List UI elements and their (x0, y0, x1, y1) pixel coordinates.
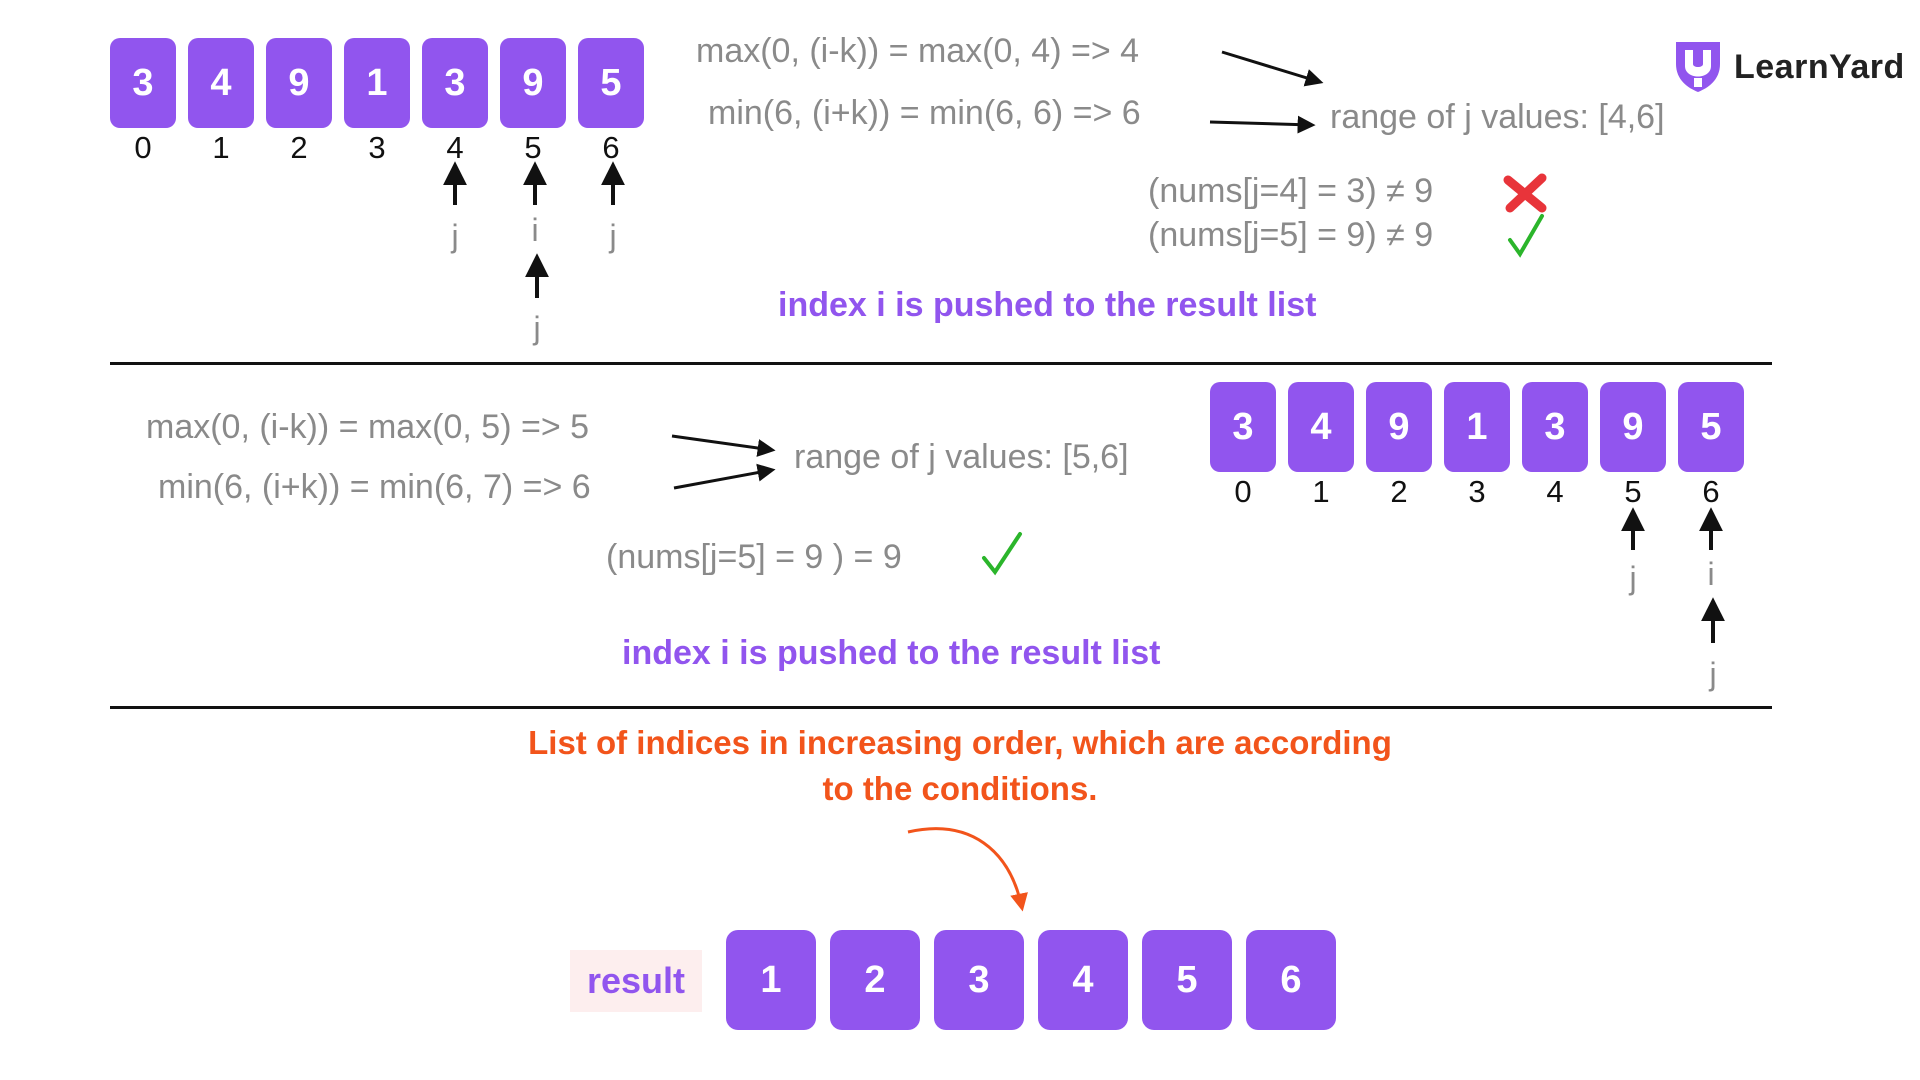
pointer-j-label: j (609, 218, 617, 254)
array-index: 0 (1234, 474, 1252, 509)
array-index: 1 (1312, 474, 1330, 509)
section-divider (110, 706, 1772, 709)
result-label: result (570, 950, 702, 1012)
expression-arrow (1209, 115, 1316, 134)
result-cell: 1 (726, 930, 816, 1030)
array-cell: 9 (266, 38, 332, 128)
check-text: (nums[j=5] = 9 ) = 9 (606, 538, 902, 576)
array-index: 6 (1702, 474, 1720, 509)
result-cell: 4 (1038, 930, 1128, 1030)
pushed-message: index i is pushed to the result list (622, 634, 1161, 672)
array-cell: 9 (1366, 382, 1432, 472)
pushed-message: index i is pushed to the result list (778, 286, 1317, 324)
array-cell: 3 (110, 38, 176, 128)
array-cell: 1 (344, 38, 410, 128)
summary-line: to the conditions. (822, 770, 1098, 807)
pointer-i-label: i (531, 212, 539, 248)
pointer-j-label: j (1629, 560, 1637, 596)
expression-arrow (673, 463, 776, 490)
max-expression: max(0, (i-k)) = max(0, 4) => 4 (696, 32, 1140, 70)
array-cell: 3 (422, 38, 488, 128)
curved-arrow (907, 827, 1028, 912)
min-expression: min(6, (i+k)) = min(6, 7) => 6 (158, 468, 591, 506)
summary-line: List of indices in increasing order, whi… (528, 724, 1392, 761)
learnyard-logo-icon (1676, 42, 1720, 92)
array-cell: 5 (578, 38, 644, 128)
array-cell: 3 (1210, 382, 1276, 472)
max-expression: max(0, (i-k)) = max(0, 5) => 5 (146, 408, 590, 446)
logo-text: LearnYard (1734, 48, 1905, 86)
array-index: 5 (1624, 474, 1642, 509)
array-index: 1 (212, 130, 230, 165)
array-index: 3 (368, 130, 386, 165)
check-text: (nums[j=5] = 9) ≠ 9 (1148, 216, 1434, 254)
pointer-j-label: j (533, 310, 541, 346)
min-expression: min(6, (i+k)) = min(6, 6) => 6 (708, 94, 1141, 132)
result-cell: 3 (934, 930, 1024, 1030)
array-cell: 5 (1678, 382, 1744, 472)
result-cell: 2 (830, 930, 920, 1030)
section-divider (110, 362, 1772, 365)
expression-arrow (1221, 50, 1324, 87)
result-cell: 5 (1142, 930, 1232, 1030)
array-cell: 4 (188, 38, 254, 128)
expression-arrow (671, 434, 776, 457)
array-index: 4 (446, 130, 464, 165)
array-cell: 9 (500, 38, 566, 128)
array-index: 0 (134, 130, 152, 165)
range-text: range of j values: [5,6] (794, 438, 1129, 476)
array-index: 2 (1390, 474, 1408, 509)
array-index: 5 (524, 130, 542, 165)
array-index: 3 (1468, 474, 1486, 509)
array-cell: 3 (1522, 382, 1588, 472)
array-index: 6 (602, 130, 620, 165)
check-icon (1508, 214, 1544, 258)
array-cell: 1 (1444, 382, 1510, 472)
array-cell: 4 (1288, 382, 1354, 472)
result-cell: 6 (1246, 930, 1336, 1030)
array-cell: 9 (1600, 382, 1666, 472)
pointer-j-label: j (451, 218, 459, 254)
check-text: (nums[j=4] = 3) ≠ 9 (1148, 172, 1434, 210)
array-index: 4 (1546, 474, 1564, 509)
pointer-j-label: j (1709, 656, 1717, 692)
check-icon (982, 532, 1022, 576)
range-text: range of j values: [4,6] (1330, 98, 1665, 136)
cross-icon (1503, 173, 1547, 213)
array-index: 2 (290, 130, 308, 165)
pointer-i-label: i (1707, 556, 1715, 592)
logo: LearnYard (1672, 38, 1904, 98)
